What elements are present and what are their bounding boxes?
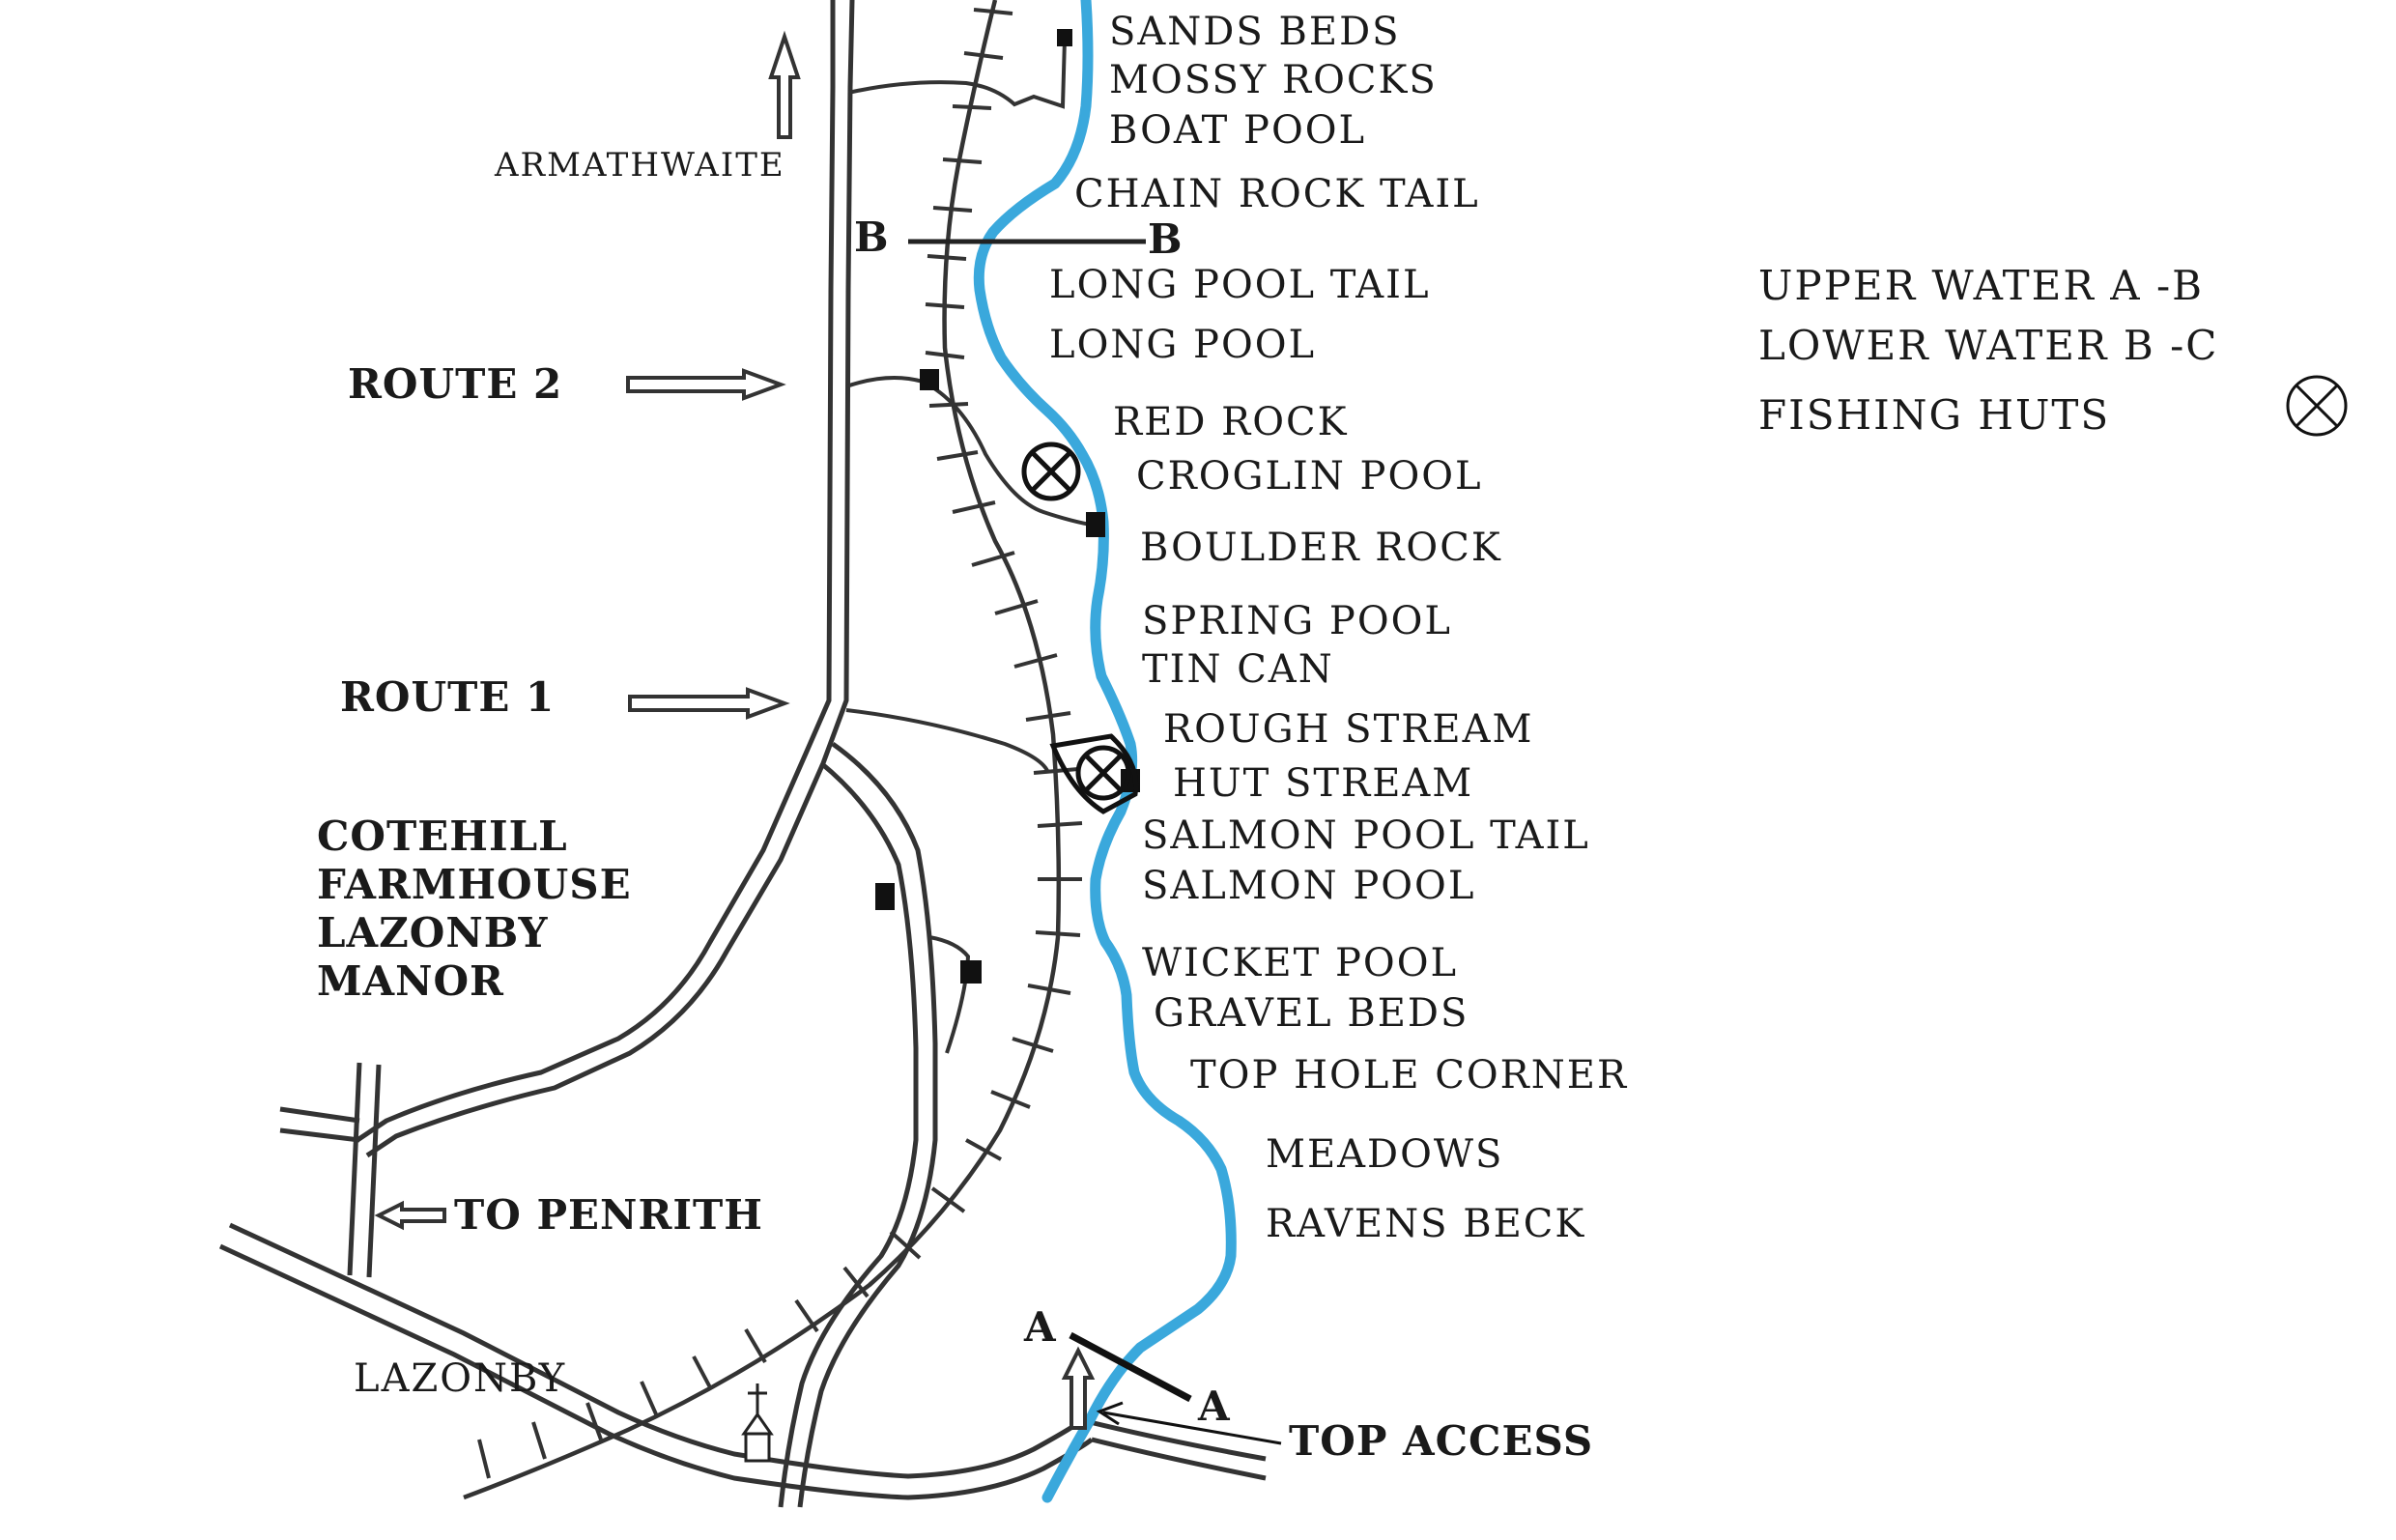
lazonby-road-north [228,1222,1084,1479]
pool-label: MOSSY ROCKS [1109,58,1438,102]
label-top-access: TOP ACCESS [1289,1417,1593,1465]
building-cotehill [875,883,895,910]
track-salmon-spur [928,935,971,1054]
crossroad-north-south-b [366,1064,382,1278]
boundary-a: A A [1023,1303,1231,1430]
arrow-up-icon [768,30,801,139]
building-sands-beds [1057,29,1072,46]
track-sands-beds [847,38,1067,109]
legend-lower-water: LOWER WATER B -C [1758,322,2218,369]
label-route2: ROUTE 2 [348,360,562,408]
pool-label: SPRING POOL [1142,599,1452,643]
top-access-road-a [1081,1417,1267,1462]
crossroad-west-b [279,1127,360,1143]
pool-label: RED ROCK [1113,400,1349,444]
pool-label: RAVENS BECK [1266,1202,1585,1246]
crossroad-north-south-a [347,1062,362,1276]
pool-label: CROGLIN POOL [1136,454,1483,499]
label-armathwaite: ARMATHWAITE [494,146,785,185]
track-hut-stream [845,708,1050,774]
pool-label: SALMON POOL TAIL [1142,813,1590,858]
legend-upper-water: UPPER WATER A -B [1758,262,2204,309]
marker-a-bottom: A [1197,1383,1231,1430]
top-access-road-b [1091,1437,1267,1481]
pool-label: BOAT POOL [1109,108,1366,153]
top-access-pointer [1096,1401,1282,1445]
pool-label: BOULDER ROCK [1140,526,1502,570]
church-icon [741,1383,774,1463]
inner-road-b [778,761,919,1508]
railway-ticks [477,8,1083,1479]
building-boulder-rock [1086,512,1105,537]
label-cotehill: COTEHILL [317,813,568,860]
pool-label: GRAVEL BEDS [1154,991,1469,1036]
pool-labels: SANDS BEDS MOSSY ROCKS BOAT POOL CHAIN R… [1049,10,1628,1246]
railway-line [463,0,1062,1500]
fishing-hut-croglin [1021,442,1081,501]
main-road-west-edge [356,0,836,1143]
to-penrith-arrow [374,1200,446,1231]
pool-label: HUT STREAM [1173,761,1473,806]
circled-x-icon [2286,375,2348,437]
pool-label: ROUGH STREAM [1163,707,1533,752]
marker-b-right: B [1148,215,1184,263]
main-road-east-edge [365,0,855,1158]
label-lazonby-manor-2: MANOR [317,957,504,1005]
label-farmhouse: FARMHOUSE [317,861,632,908]
label-route1: ROUTE 1 [340,673,555,721]
boundary-b: B B [854,214,1184,263]
pool-label: CHAIN ROCK TAIL [1074,172,1480,216]
legend: UPPER WATER A -B LOWER WATER B -C FISHIN… [1758,262,2348,439]
fishing-hut-hut-stream [1049,733,1139,814]
track-route2 [845,376,1097,528]
label-lazonby-manor-1: LAZONBY [317,909,549,956]
pool-label: TIN CAN [1142,647,1334,692]
pool-label: LONG POOL TAIL [1049,263,1431,307]
pool-label: SALMON POOL [1142,864,1475,908]
building-salmon-spur [960,960,982,984]
marker-a-top: A [1023,1303,1057,1351]
pool-label: WICKET POOL [1142,941,1458,985]
pool-label: SANDS BEDS [1109,10,1401,54]
route2-arrow [626,368,786,401]
label-to-penrith: TO PENRITH [454,1191,763,1239]
legend-fishing-huts: FISHING HUTS [1758,391,2110,439]
label-lazonby: LAZONBY [354,1356,566,1401]
crossroad-west-a [279,1106,360,1124]
route1-arrow [628,687,790,720]
top-access-arrow-up [1061,1346,1096,1430]
roads [218,0,1267,1508]
inner-road-a [797,741,938,1508]
pool-label: LONG POOL [1049,323,1316,367]
railway [463,0,1083,1500]
pool-label: MEADOWS [1266,1132,1503,1177]
marker-b-left: B [854,214,890,261]
building-route2 [920,369,939,390]
lazonby-road-south [218,1243,1094,1500]
pool-label: TOP HOLE CORNER [1190,1053,1628,1098]
